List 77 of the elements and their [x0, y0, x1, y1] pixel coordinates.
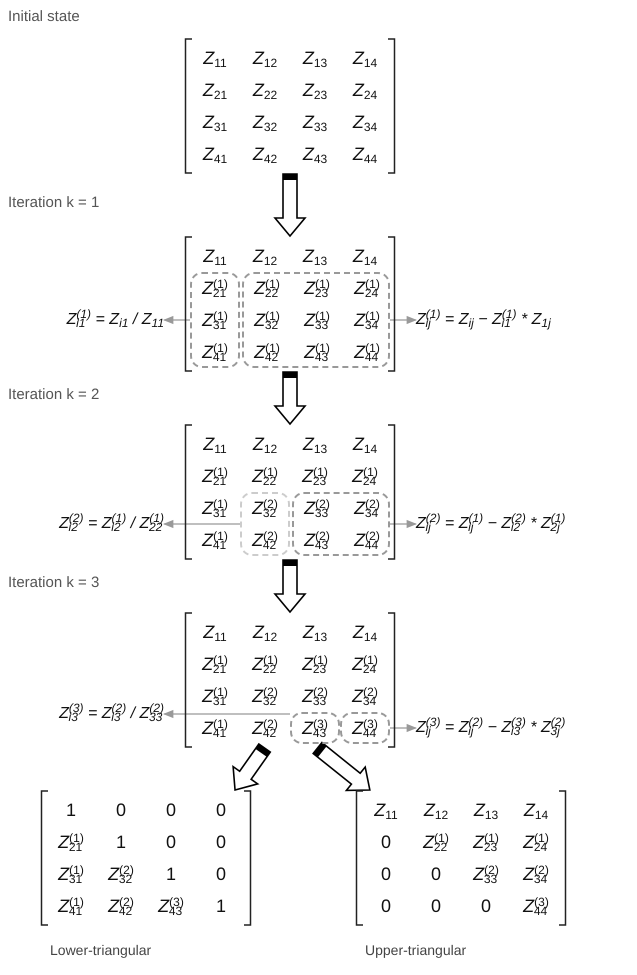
- matrix-entry: Z$_{31}$: [202, 113, 228, 131]
- caption-text: Upper-triangular: [365, 941, 466, 960]
- block-arrow: [273, 559, 307, 614]
- dashed-group-outline: [240, 492, 290, 556]
- matrix-entry: Z$_{14}$: [524, 801, 548, 819]
- matrix-entry: Z$_{12}$: [252, 623, 278, 641]
- dashed-group-outline: [190, 272, 240, 368]
- caption-text: Lower-triangular: [50, 941, 152, 960]
- matrix-entry: 0: [166, 833, 176, 851]
- block-arrow: [232, 742, 272, 792]
- arrow: [390, 316, 418, 324]
- matrix-entry: 1: [116, 833, 126, 851]
- matrix-entry: Z$_{34}$: [352, 113, 378, 131]
- block-arrow: [273, 371, 307, 426]
- dashed-group-outline: [290, 712, 340, 744]
- matrix-entry: 0: [430, 865, 441, 883]
- matrix-entry: Z$_{14}$: [352, 435, 378, 453]
- arrow: [162, 710, 290, 718]
- matrix-entry: 0: [380, 865, 391, 883]
- dashed-group-outline: [242, 272, 390, 368]
- matrix-entry: Z$_{13}$: [474, 801, 498, 819]
- matrix-entry: 0: [216, 865, 226, 883]
- matrix-entry: Z$_{11}$: [203, 49, 227, 67]
- matrix-entry: 0: [380, 897, 391, 915]
- arrow: [390, 724, 418, 732]
- block-arrow: [312, 741, 371, 792]
- matrix-entry: Z$_{13}$: [302, 247, 328, 265]
- matrix-entry: Z$_{41}$: [202, 145, 228, 163]
- arrow: [390, 520, 418, 528]
- matrix-entry: 0: [216, 801, 226, 819]
- step-label: Initial state: [8, 7, 80, 27]
- matrix-entry: Z$_{12}$: [252, 49, 278, 67]
- matrix-entry: 0: [166, 801, 176, 819]
- step-label: Iteration k = 3: [8, 573, 100, 593]
- matrix: [184, 424, 396, 560]
- matrix-entry: Z$_{42}$: [252, 145, 278, 163]
- matrix-entry: 1: [216, 897, 226, 915]
- matrix-entry: Z$_{13}$: [302, 435, 328, 453]
- step-label: Iteration k = 2: [8, 385, 100, 405]
- matrix-entry: Z$_{33}$: [302, 113, 328, 131]
- block-arrow: [273, 173, 307, 238]
- matrix-entry: Z$_{12}$: [252, 247, 278, 265]
- matrix: [184, 612, 396, 748]
- matrix-entry: 1: [166, 865, 176, 883]
- matrix-entry: 0: [116, 801, 126, 819]
- arrow: [162, 316, 190, 324]
- formula: Z$^{(1)}$$_{i1}$ = Z$_{i1}$ / Z$_{11}$: [0, 305, 164, 335]
- matrix-entry: Z$_{11}$: [203, 435, 227, 453]
- matrix-entry: Z$_{44}$: [352, 145, 378, 163]
- matrix-entry: 0: [480, 897, 491, 915]
- formula: Z$^{(1)}$$_{ij}$ = Z$_{ij}$ − Z$^{(1)}$$_{i1}$ * Z$_{1j}$: [416, 305, 637, 335]
- matrix-entry: 0: [430, 897, 441, 915]
- matrix-entry: Z$_{14}$: [352, 623, 378, 641]
- matrix-entry: Z$_{32}$: [252, 113, 278, 131]
- dashed-group-outline: [292, 492, 390, 556]
- matrix-entry: Z$_{12}$: [424, 801, 448, 819]
- matrix-entry: Z$_{22}$: [252, 81, 278, 99]
- step-label: Iteration k = 1: [8, 193, 100, 213]
- matrix-entry: Z$_{12}$: [252, 435, 278, 453]
- matrix-entry: Z$_{11}$: [203, 623, 227, 641]
- matrix: [184, 38, 396, 174]
- matrix-entry: Z$_{14}$: [352, 247, 378, 265]
- matrix-entry: 0: [216, 833, 226, 851]
- arrow: [162, 520, 240, 528]
- matrix-entry: Z$_{13}$: [302, 623, 328, 641]
- dashed-group-outline: [340, 712, 390, 744]
- matrix-entry: Z$_{13}$: [302, 49, 328, 67]
- matrix-entry: Z$_{24}$: [352, 81, 378, 99]
- matrix: [184, 236, 396, 372]
- matrix-entry: Z$_{43}$: [302, 145, 328, 163]
- matrix-entry: 0: [380, 833, 391, 851]
- matrix-entry: Z$_{11}$: [203, 247, 227, 265]
- matrix-entry: Z$_{23}$: [302, 81, 328, 99]
- matrix-entry: Z$_{11}$: [374, 801, 398, 819]
- matrix-entry: Z$_{21}$: [202, 81, 228, 99]
- matrix-entry: Z$_{14}$: [352, 49, 378, 67]
- matrix-entry: 1: [66, 801, 76, 819]
